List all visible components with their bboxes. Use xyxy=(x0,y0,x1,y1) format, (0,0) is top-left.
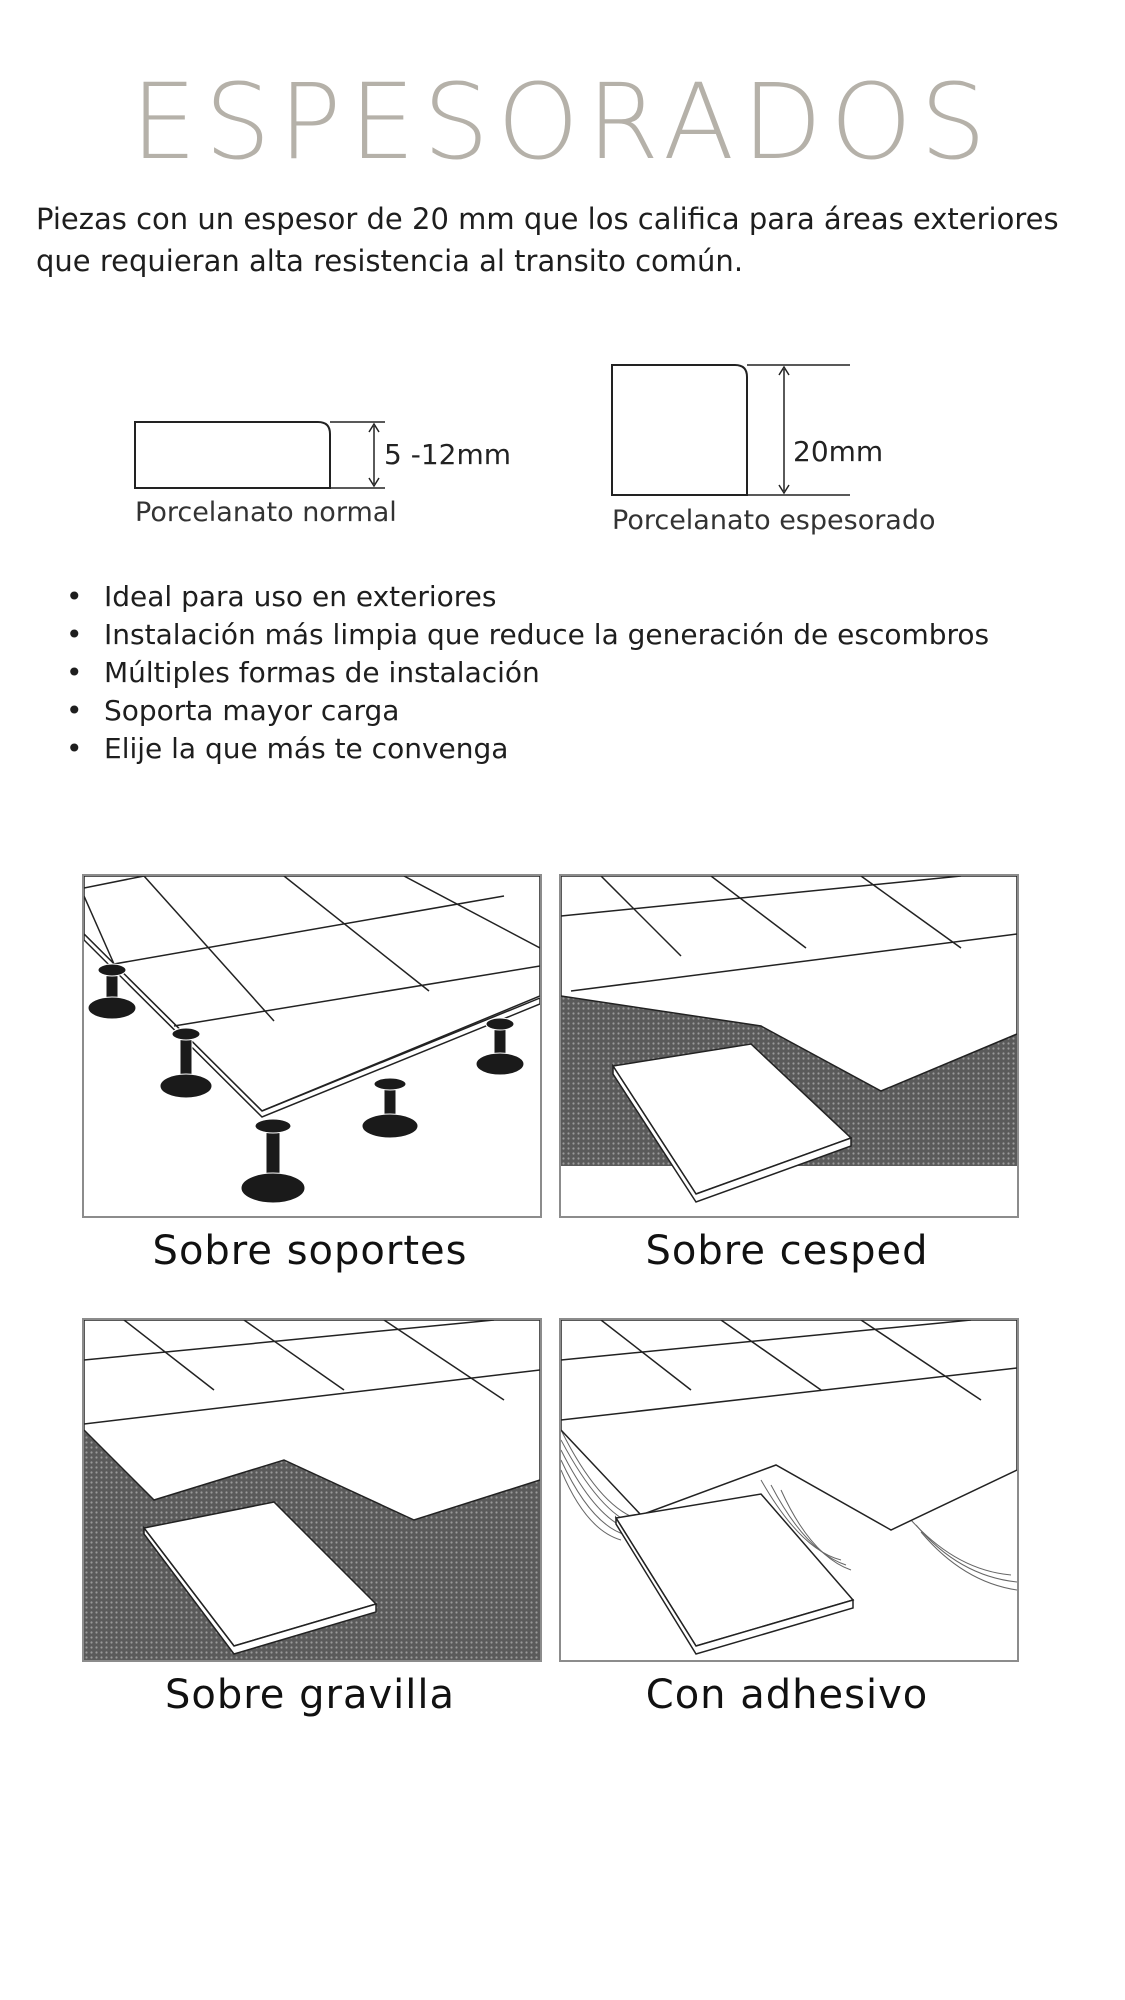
feature-text: Elije la que más te convenga xyxy=(104,732,509,765)
feature-text: Ideal para uso en exteriores xyxy=(104,580,497,613)
installation-label: Con adhesivo xyxy=(645,1672,929,1718)
installation-label: Sobre soportes xyxy=(152,1228,468,1274)
list-item: • Instalación más limpia que reduce la ge… xyxy=(62,616,989,654)
installation-label: Sobre cesped xyxy=(645,1228,929,1274)
adhesive-illustration xyxy=(561,1320,1017,1655)
list-item: • Múltiples formas de instalación xyxy=(62,654,989,692)
installation-label: Sobre gravilla xyxy=(164,1672,455,1718)
thickness-diagram xyxy=(134,364,850,496)
bullet: • xyxy=(66,618,83,651)
panel-pedestal-supports xyxy=(82,874,542,1218)
bullet: • xyxy=(66,580,83,613)
grass-illustration xyxy=(561,876,1017,1203)
bullet: • xyxy=(66,694,83,727)
panel-gravel-base xyxy=(82,1318,542,1662)
page-title: ESPESORADOS xyxy=(130,61,995,183)
normal-thickness-caption: Porcelanato normal xyxy=(135,497,397,528)
panel-adhesive-base xyxy=(559,1318,1019,1662)
feature-text: Instalación más limpia que reduce la gen… xyxy=(104,618,990,651)
pedestal-illustration xyxy=(84,876,540,1204)
feature-text: Soporta mayor carga xyxy=(104,694,400,727)
panel-grass-base xyxy=(559,874,1019,1218)
bullet: • xyxy=(66,732,83,765)
normal-thickness-value: 5 -12mm xyxy=(384,438,511,471)
list-item: • Ideal para uso en exteriores xyxy=(62,578,989,616)
list-item: • Soporta mayor carga xyxy=(62,692,989,730)
bullet: • xyxy=(66,656,83,689)
intro-text: Piezas con un espesor de 20 mm que los c… xyxy=(36,202,1059,278)
thickness-comparison: 5 -12mm Porcelanato normal 20mm Porcelan… xyxy=(0,340,1125,540)
feature-list: • Ideal para uso en exteriores • Instalaci… xyxy=(62,578,989,768)
feature-text: Múltiples formas de instalación xyxy=(104,656,540,689)
normal-tile-profile xyxy=(134,421,331,489)
thick-thickness-value: 20mm xyxy=(793,435,884,468)
gravel-illustration xyxy=(84,1320,540,1660)
thick-thickness-caption: Porcelanato espesorado xyxy=(612,505,936,536)
list-item: • Elije la que más te convenga xyxy=(62,730,989,768)
thick-tile-profile xyxy=(611,364,748,496)
